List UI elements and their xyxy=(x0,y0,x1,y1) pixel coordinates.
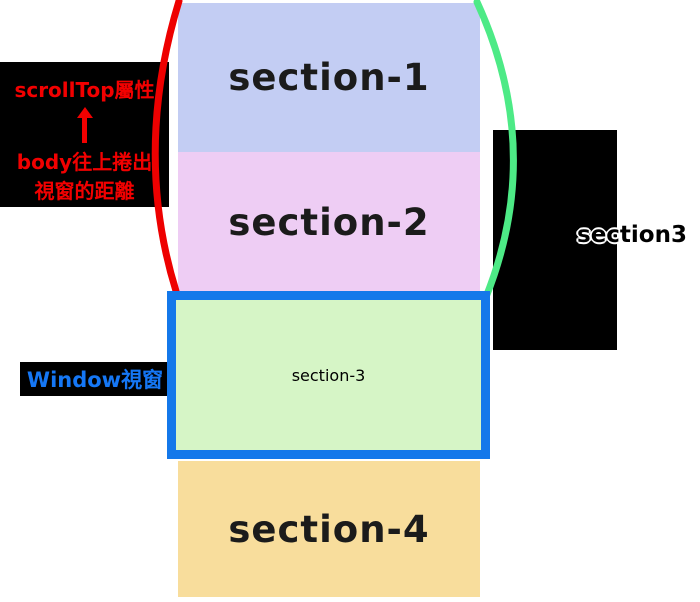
section-2-block: section-2 xyxy=(178,152,480,293)
window-viewport-box: section-3 xyxy=(167,291,490,459)
section-4-label: section-4 xyxy=(228,507,430,551)
scrolltop-callout-title: scrollTop屬性 xyxy=(14,78,155,102)
scrolltop-callout-desc-line2: 視窗的距離 xyxy=(34,179,135,203)
section-4-block: section-4 xyxy=(178,461,480,597)
right-callout-label: section3 xyxy=(577,222,687,248)
up-arrow-head xyxy=(76,107,93,118)
section-2-label: section-2 xyxy=(228,201,430,244)
scrolltop-callout-desc-line1: body往上捲出 xyxy=(16,150,153,174)
up-arrow-stem xyxy=(82,117,87,143)
up-arrow-icon xyxy=(76,107,93,143)
scrolltop-callout: scrollTop屬性 body往上捲出 視窗的距離 xyxy=(0,62,169,207)
section-1-block: section-1 xyxy=(178,3,480,152)
window-callout: Window視窗 xyxy=(20,362,170,396)
section-1-label: section-1 xyxy=(228,56,430,99)
window-callout-label: Window視窗 xyxy=(26,368,164,392)
section-3-label: section-3 xyxy=(291,365,366,385)
